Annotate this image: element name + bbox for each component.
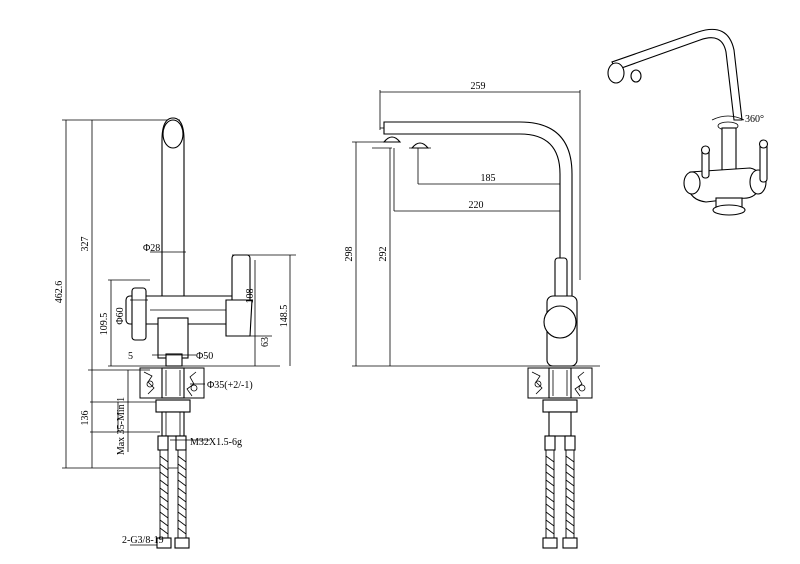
dim-height-292: 292: [378, 247, 389, 262]
dim-step: 5: [128, 351, 133, 362]
dim-reach-220: 220: [469, 200, 484, 211]
dim-inlet-height: 109.5: [99, 313, 110, 336]
front-view: 259 185 220 298 292: [344, 81, 600, 549]
dim-spout-diameter: Φ28: [143, 243, 160, 254]
dim-deck-thickness: Max 35-Min 1: [116, 397, 127, 455]
dim-thread: M32X1.5-6g: [190, 437, 242, 448]
dim-offset: 63: [260, 337, 271, 347]
dim-spout-height: 327: [80, 237, 91, 252]
rotation-label: 360°: [745, 114, 764, 125]
dim-overall-reach: 259: [471, 81, 486, 92]
dim-height-298: 298: [344, 247, 355, 262]
dim-handle-height: 108: [245, 289, 256, 304]
dim-shank-length: 136: [80, 411, 91, 426]
dim-body-height: 148.5: [279, 305, 290, 328]
dim-reach-185: 185: [481, 173, 496, 184]
perspective-view: 360°: [607, 28, 769, 216]
dim-total-height: 462.6: [54, 281, 65, 304]
dim-inlet-diameter: Φ60: [115, 307, 126, 324]
side-view: 462.6 327 Φ28 108 148.5 Φ60 109.5 63 5 Φ…: [54, 117, 296, 549]
dim-hose-thread: 2-G3/8-19: [122, 535, 164, 546]
dim-base-diameter: Φ50: [196, 351, 213, 362]
dim-hole-diameter: Φ35(+2/-1): [207, 380, 253, 391]
